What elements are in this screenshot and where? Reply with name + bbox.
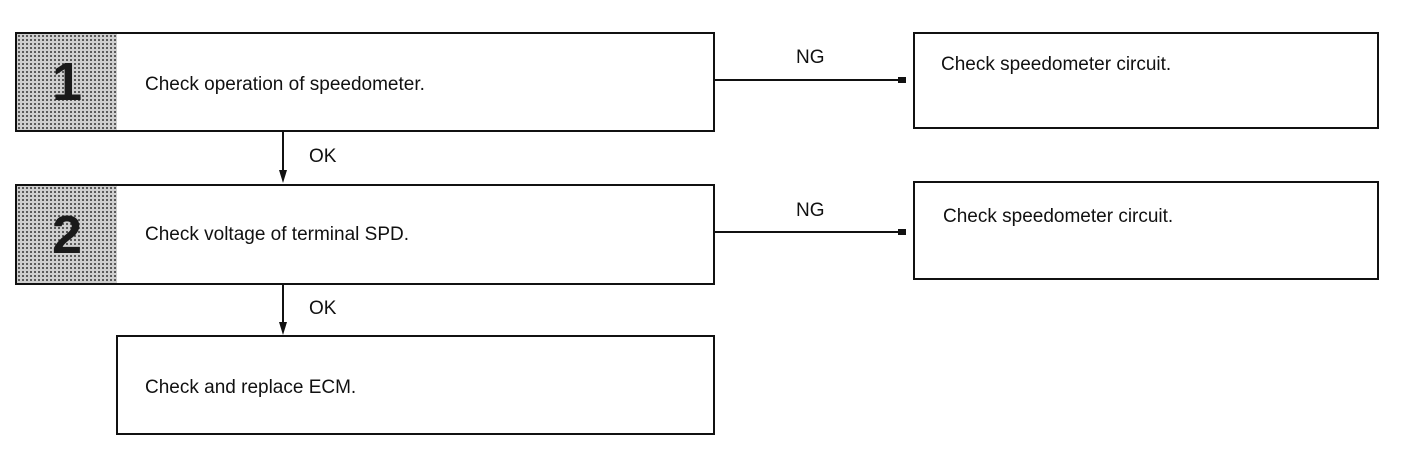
ng-label-2: NG bbox=[796, 200, 825, 221]
ng-arrowhead-2 bbox=[898, 229, 906, 235]
ok-arrowhead-2 bbox=[279, 322, 287, 335]
step-1-number: 1 bbox=[51, 52, 83, 112]
step-2-number-badge: 2 bbox=[17, 186, 117, 283]
ok-label-2: OK bbox=[309, 298, 337, 319]
final-action-text: Check and replace ECM. bbox=[145, 377, 357, 398]
step-2-text: Check voltage of terminal SPD. bbox=[145, 224, 410, 245]
ng-action-2-box: Check speedometer circuit. bbox=[913, 181, 1379, 280]
final-action-box: Check and replace ECM. bbox=[116, 335, 715, 435]
step-2-number: 2 bbox=[51, 204, 83, 265]
step-2-box: 2 Check voltage of terminal SPD. bbox=[15, 184, 715, 285]
ng-action-2-text: Check speedometer circuit. bbox=[943, 206, 1174, 227]
ok-arrowhead-1 bbox=[279, 170, 287, 183]
ng-action-1-text: Check speedometer circuit. bbox=[941, 54, 1172, 75]
ng-action-1-box: Check speedometer circuit. bbox=[913, 32, 1379, 129]
step-1-text: Check operation of speedometer. bbox=[145, 74, 425, 95]
ng-label-1: NG bbox=[796, 47, 825, 68]
step-1-box: 1 Check operation of speedometer. bbox=[15, 32, 715, 132]
ok-label-1: OK bbox=[309, 146, 337, 167]
step-1-number-badge: 1 bbox=[17, 34, 117, 130]
ng-arrowhead-1 bbox=[898, 77, 906, 83]
